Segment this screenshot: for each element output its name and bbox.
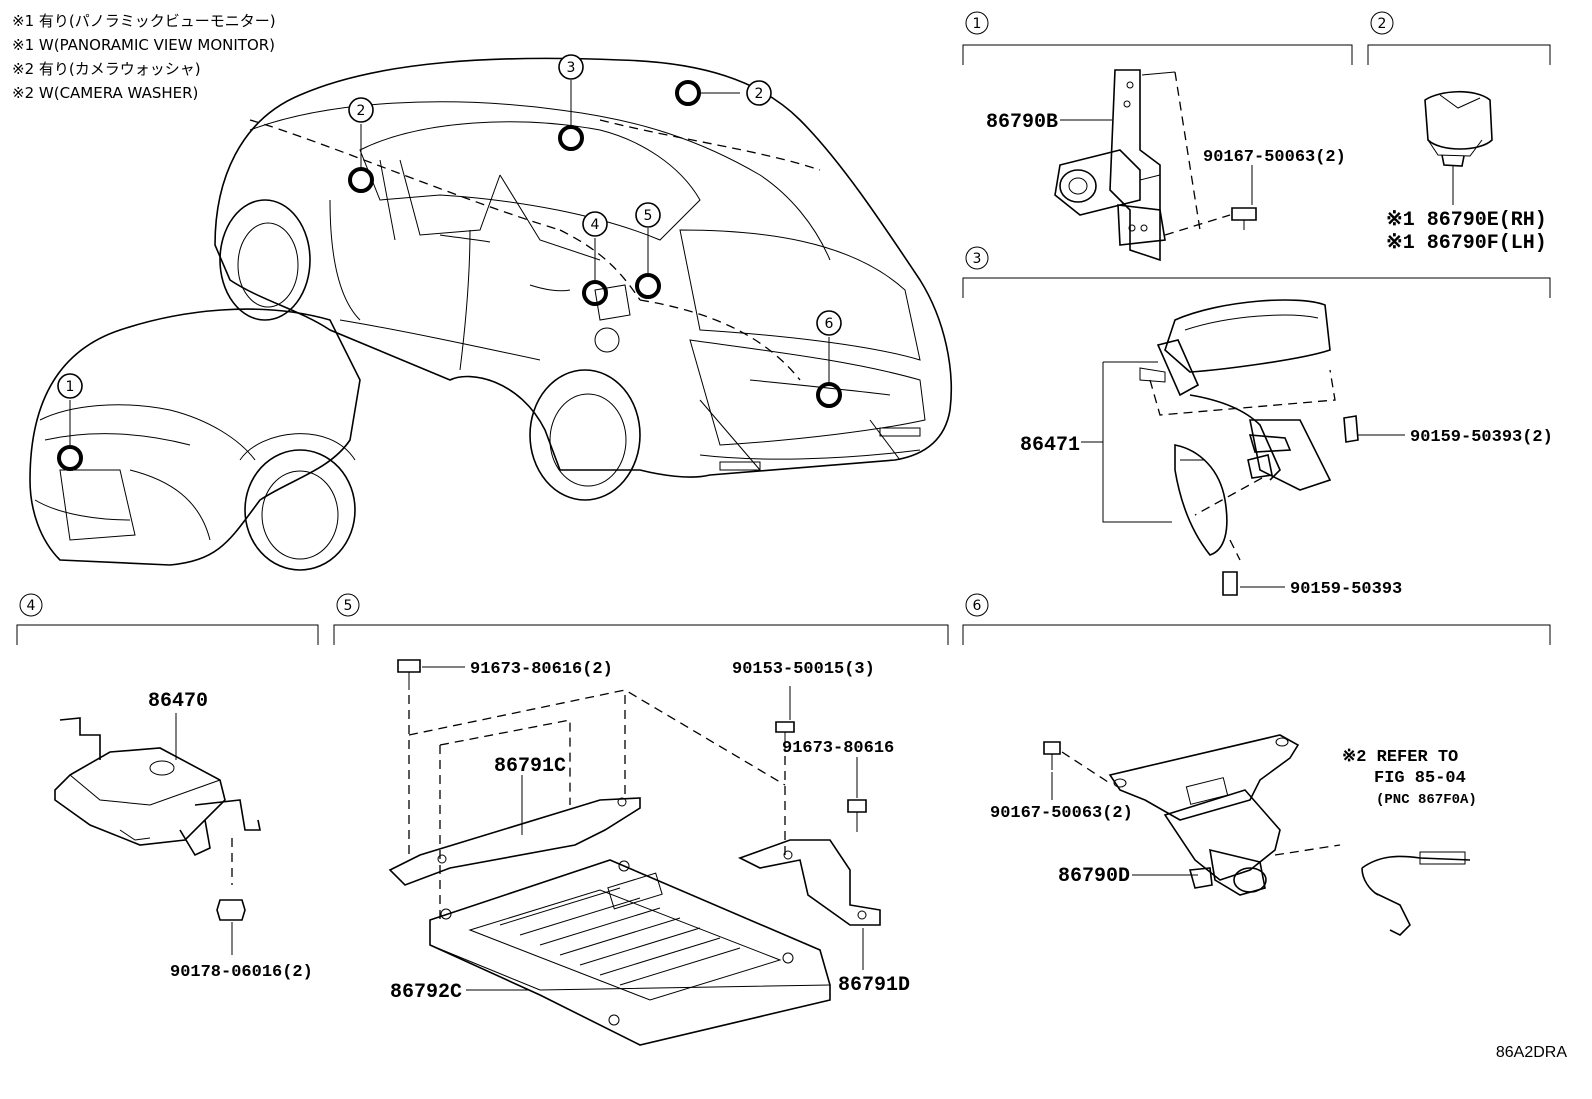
part-86790B: 86790B (986, 111, 1058, 134)
note-2-en: ※2 W(CAMERA WASHER) (12, 84, 198, 102)
marker-rear-camera (816, 382, 842, 408)
callout-3: 3 (567, 60, 576, 76)
section-6-number: 6 (973, 598, 982, 614)
part-86790D: 86790D (1058, 865, 1130, 888)
section-4: 4 86470 90178-06016(2) (16, 593, 319, 982)
refer-to-line-2: FIG 85-04 (1374, 769, 1466, 788)
marker-display (558, 125, 584, 151)
section-2-number: 2 (1378, 16, 1387, 32)
part-86470: 86470 (148, 690, 208, 713)
part-90159-50393-b: 90159-50393 (1290, 580, 1402, 599)
part-90153-50015: 90153-50015(3) (732, 660, 875, 679)
part-90167-50063-a: 90167-50063(2) (1203, 148, 1346, 167)
note-1-jp: ※1 有り(パノラミックビューモニター) (12, 12, 276, 30)
part-91673-80616-a: 91673-80616(2) (470, 660, 613, 679)
part-86792C: 86792C (390, 981, 462, 1004)
refer-to-line-1: ※2 REFER TO (1342, 748, 1458, 767)
callout-2-left: 2 (357, 103, 366, 119)
part-90159-50393-a: 90159-50393(2) (1410, 428, 1553, 447)
note-2-jp: ※2 有り(カメラウォッシャ) (12, 60, 201, 78)
callout-4: 4 (591, 217, 600, 233)
part-86791D: 86791D (838, 974, 910, 997)
section-3: 3 86471 90159-50393(2) 90159-50393 (962, 246, 1553, 599)
part-86471: 86471 (1020, 434, 1080, 457)
part-86790F: ※1 86790F(LH) (1386, 232, 1547, 255)
section-2: 2 ※1 86790E(RH) ※1 86790F(LH) (1367, 11, 1551, 255)
part-90167-50063-b: 90167-50063(2) (990, 804, 1133, 823)
part-86791C: 86791C (494, 755, 566, 778)
section-3-number: 3 (973, 251, 982, 267)
callouts: 1 2 2 3 4 5 6 (57, 54, 842, 399)
callout-6: 6 (825, 316, 834, 332)
section-1: 1 86790B 90167-50063(2) (962, 11, 1353, 262)
vehicle-illustration (29, 57, 953, 571)
note-1-en: ※1 W(PANORAMIC VIEW MONITOR) (12, 36, 275, 54)
part-91673-80616-b: 91673-80616 (782, 739, 894, 758)
callout-5: 5 (644, 208, 653, 224)
part-86790E: ※1 86790E(RH) (1386, 209, 1547, 232)
section-5-number: 5 (344, 598, 353, 614)
part-90178-06016: 90178-06016(2) (170, 963, 313, 982)
section-4-number: 4 (27, 598, 36, 614)
section-6: 6 90167-50063(2) 86790D ※2 REFER TO FIG … (962, 593, 1551, 936)
callout-2-right: 2 (755, 86, 764, 102)
diagram-code: 86A2DRA (1496, 1044, 1567, 1061)
section-5: 5 (333, 593, 949, 1046)
marker-ecu (635, 273, 661, 299)
refer-to-line-3: (PNC 867F0A) (1376, 792, 1477, 808)
callout-1: 1 (66, 379, 75, 395)
marker-right-camera (675, 80, 701, 106)
section-1-number: 1 (973, 16, 982, 32)
marker-front-camera (57, 445, 83, 471)
marker-left-camera-area (348, 167, 374, 193)
